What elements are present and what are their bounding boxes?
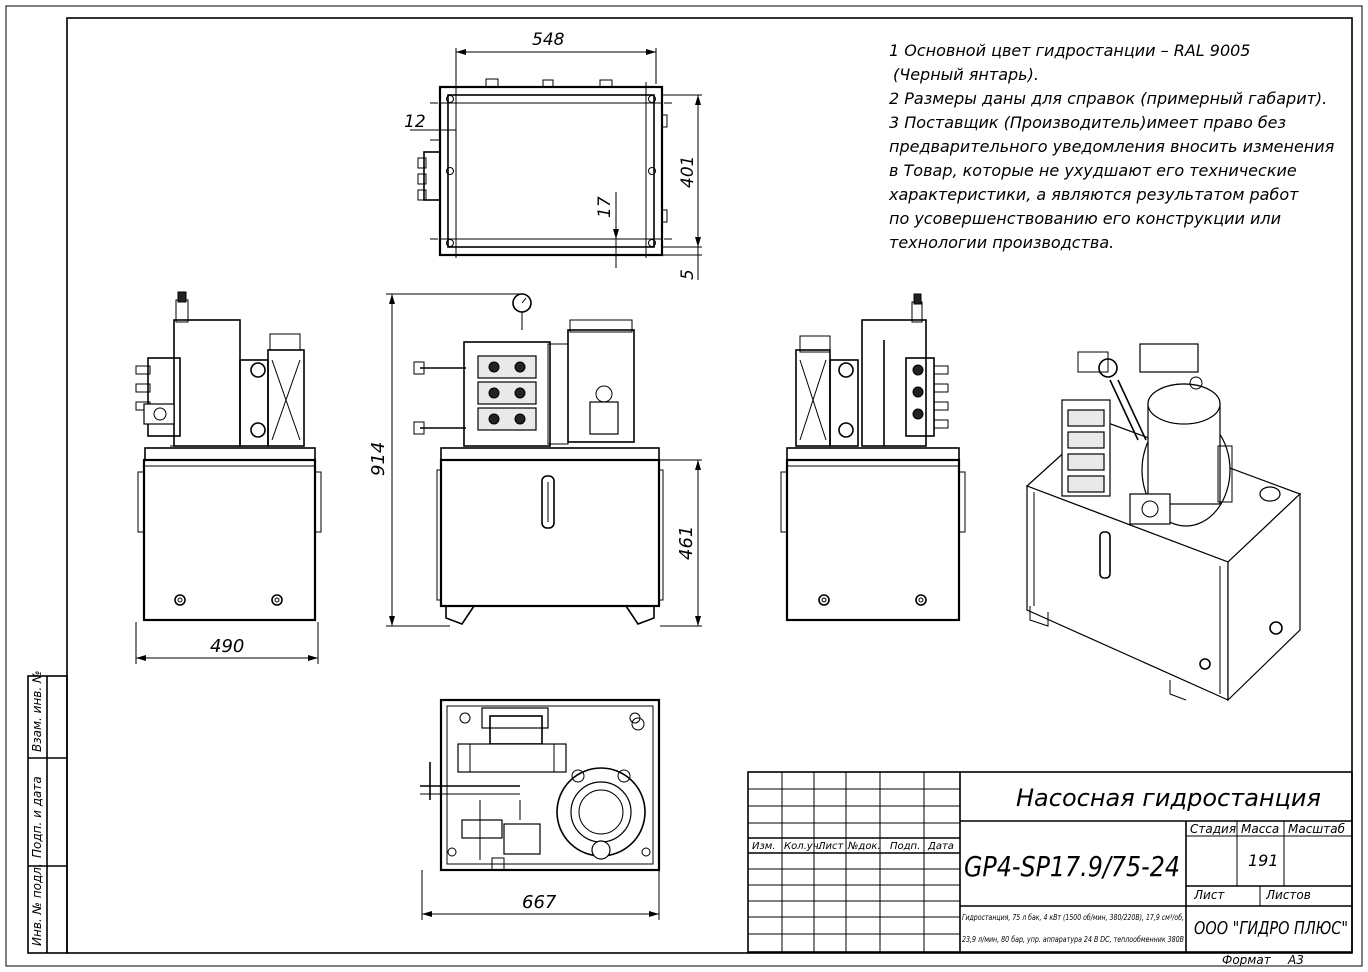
col-data: Дата — [927, 841, 954, 852]
note-line-1: 1 Основной цвет гидростанции – RAL 9005 — [889, 41, 1250, 60]
mass-value: 191 — [1248, 851, 1279, 870]
note-line-2: (Черный янтарь). — [893, 65, 1039, 84]
company-name: ООО "ГИДРО ПЛЮС" — [1194, 918, 1348, 939]
drawing-name: Насосная гидростанция — [1016, 784, 1321, 812]
note-line-4: 3 Поставщик (Производитель)имеет право б… — [889, 113, 1286, 132]
col-list: Лист — [817, 841, 845, 852]
note-line-5: предварительного уведомления вносить изм… — [889, 137, 1335, 156]
dim-548: 548 — [532, 30, 565, 50]
format-label: Формат — [1222, 953, 1272, 967]
sheet-label: Лист — [1193, 888, 1225, 902]
note-line-8: по усовершенствованию его конструкции ил… — [889, 209, 1281, 228]
side-dimension: 490 — [135, 622, 319, 664]
dim-490: 490 — [210, 636, 244, 657]
stamp-inv-podl: Инв. № подл. — [30, 863, 44, 946]
note-line-7: характеристики, а являются результатом р… — [888, 185, 1299, 204]
stamp-vzam-inv: Взам. инв. № — [30, 671, 44, 752]
front-dimensions: 914 461 — [368, 293, 702, 627]
col-ndok: №док. — [847, 841, 881, 852]
isometric-view — [1025, 343, 1302, 702]
inner-frame — [66, 17, 1353, 954]
notes: 1 Основной цвет гидростанции – RAL 9005 … — [888, 41, 1335, 252]
col-izm: Изм. — [752, 841, 776, 852]
mass-label: Масса — [1241, 822, 1279, 836]
dim-461: 461 — [676, 526, 697, 560]
side-stamp: Взам. инв. № Подп. и дата Инв. № подл. — [27, 671, 68, 954]
scale-label: Масштаб — [1288, 822, 1346, 836]
top-view-dimensions: 548 12 401 17 5 — [404, 30, 702, 280]
description-line-1: Гидростанция, 75 л бак, 4 кВт (1500 об/м… — [962, 913, 1184, 922]
col-podp: Подп. — [890, 841, 920, 852]
dim-401: 401 — [678, 156, 698, 188]
top-view — [417, 78, 672, 262]
left-side-view — [135, 291, 322, 622]
plan-view — [420, 698, 661, 872]
outer-frame — [5, 5, 1363, 967]
drawing-designation: GP4-SP17.9/75-24 — [964, 850, 1180, 883]
dim-667: 667 — [522, 892, 557, 913]
description-line-2: 23,9 л/мин, 80 бар, упр. аппаратура 24 В… — [962, 935, 1184, 944]
stamp-podp-data: Подп. и дата — [30, 776, 44, 858]
dim-5: 5 — [678, 269, 698, 280]
format-value: А3 — [1287, 953, 1304, 967]
col-koluch: Кол.уч. — [784, 841, 822, 852]
note-line-9: технологии производства. — [889, 233, 1114, 252]
front-view — [413, 293, 664, 625]
sheets-label: Листов — [1265, 888, 1311, 902]
dim-914: 914 — [368, 442, 389, 476]
dim-12: 12 — [404, 112, 426, 132]
stage-label: Стадия — [1190, 822, 1236, 836]
title-block: Изм. Кол.уч. Лист №док. Подп. Дата Насос… — [747, 771, 1353, 967]
dim-17: 17 — [595, 196, 615, 218]
note-line-3: 2 Размеры даны для справок (примерный га… — [889, 89, 1327, 108]
note-line-6: в Товар, которые не ухудшают его техниче… — [889, 161, 1297, 180]
right-side-view — [780, 293, 966, 622]
plan-dimension: 667 — [421, 870, 660, 920]
